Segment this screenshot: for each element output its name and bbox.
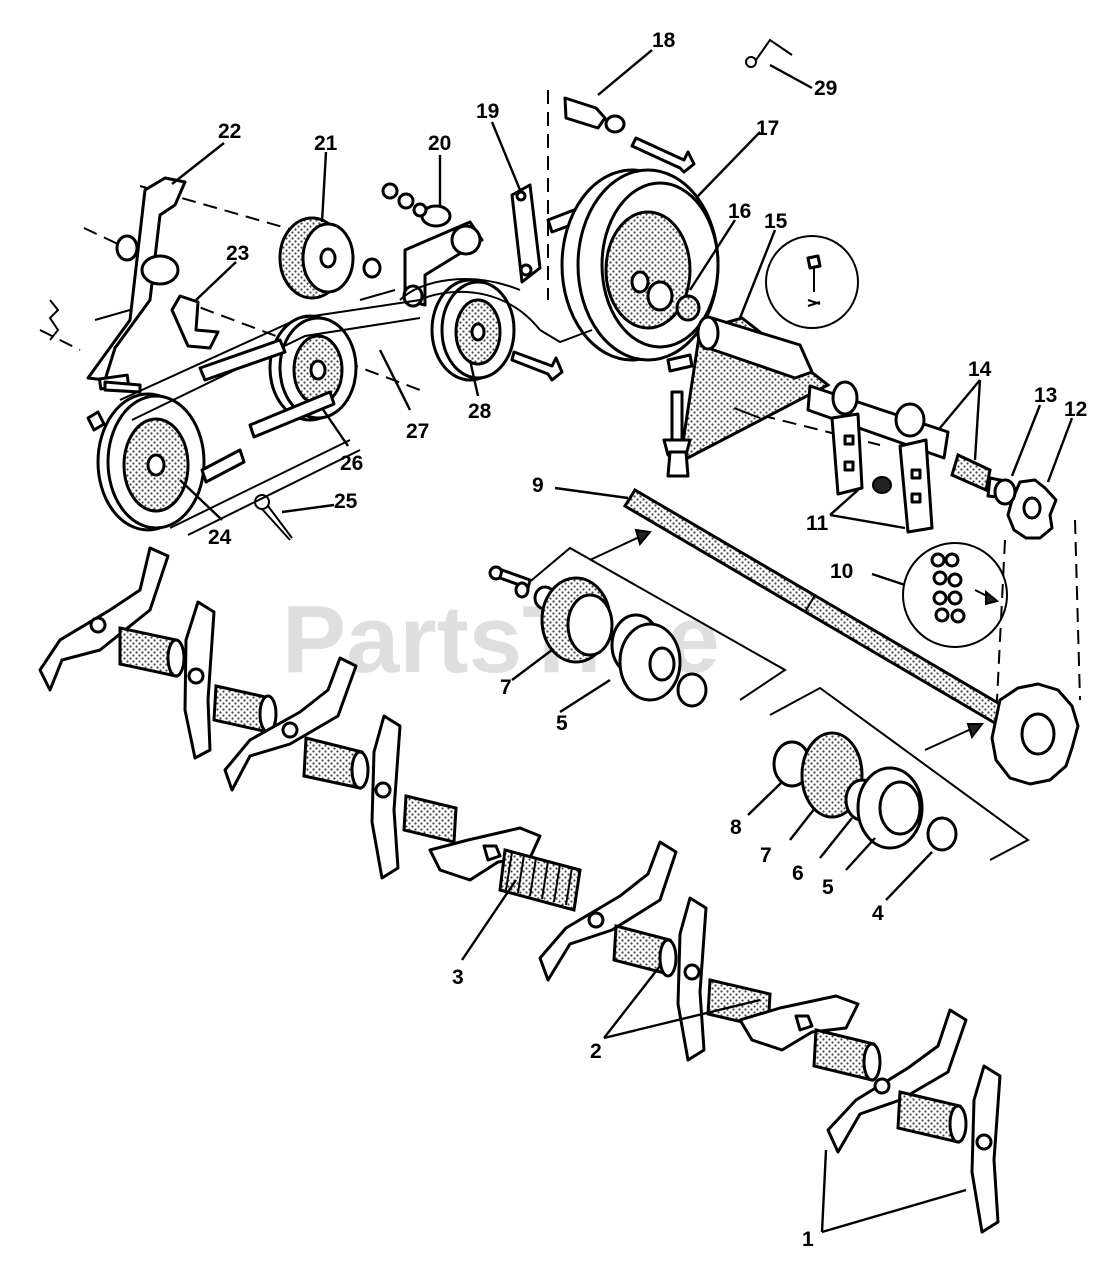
bolt-detail-inset: [765, 235, 859, 329]
part-25-cotter-pin: [254, 494, 293, 541]
bracket-lines: [519, 528, 1030, 861]
part-28-pulley: [430, 278, 564, 382]
callout-22: 22: [218, 120, 241, 143]
callout-18: 18: [652, 29, 676, 52]
tine-assembly: [38, 546, 1002, 1234]
bearing-group-left: [488, 565, 708, 708]
callout-1: 1: [802, 1228, 814, 1251]
callout-23: 23: [226, 242, 249, 265]
callout-12: 12: [1064, 398, 1087, 421]
callout-9: 9: [532, 474, 544, 497]
callout-14: 14: [968, 358, 992, 381]
part-29-cotter-pin: [745, 38, 793, 68]
callout-21: 21: [314, 132, 338, 155]
callout-11: 11: [806, 512, 829, 535]
bearing-group-right: [772, 731, 958, 852]
callout-16: 16: [728, 200, 751, 223]
part-16-bearing: [646, 280, 701, 322]
callout-6: 6: [792, 862, 804, 885]
callout-5-left: 5: [556, 712, 568, 735]
part-19-plate: [510, 183, 542, 284]
part-22-bracket: [48, 176, 187, 391]
callout-8: 8: [730, 816, 742, 839]
callout-4: 4: [872, 902, 884, 925]
callout-20: 20: [428, 132, 451, 155]
callout-2: 2: [590, 1040, 602, 1063]
small-bolt: [86, 380, 142, 432]
part-11-brackets: [830, 412, 934, 534]
callout-29: 29: [814, 77, 837, 100]
leader-lines: [171, 49, 1074, 1234]
callout-24: 24: [208, 526, 232, 549]
part-15-support-plate: [662, 315, 831, 478]
callout-labels: 18 29 19 17 22 21 20 16 15 23 14 13 12 2…: [208, 29, 1087, 1251]
part-27-belt: [119, 278, 593, 536]
callout-28: 28: [468, 400, 492, 423]
part-24-pulley: [96, 392, 206, 532]
part-21-idler-pulley: [278, 216, 382, 300]
callout-27: 27: [406, 420, 429, 443]
part-13-collar: [993, 478, 1017, 506]
callout-19: 19: [476, 100, 499, 123]
callout-25: 25: [334, 490, 358, 513]
callout-26: 26: [340, 452, 363, 475]
callout-10: 10: [830, 560, 853, 583]
callout-17: 17: [756, 117, 779, 140]
callout-7-left: 7: [500, 676, 512, 699]
part-10-chain: [902, 542, 1008, 648]
part-17-drive-pulley: [546, 168, 720, 362]
callout-13: 13: [1034, 384, 1057, 407]
part-18-pin: [563, 96, 696, 174]
part-12-sprocket: [1006, 478, 1058, 540]
large-sprocket: [990, 682, 1080, 786]
callout-3: 3: [452, 966, 464, 989]
part-23-bracket: [170, 294, 220, 350]
callout-5-right: 5: [822, 876, 834, 899]
callout-15: 15: [764, 210, 788, 233]
callout-7-right: 7: [760, 844, 772, 867]
